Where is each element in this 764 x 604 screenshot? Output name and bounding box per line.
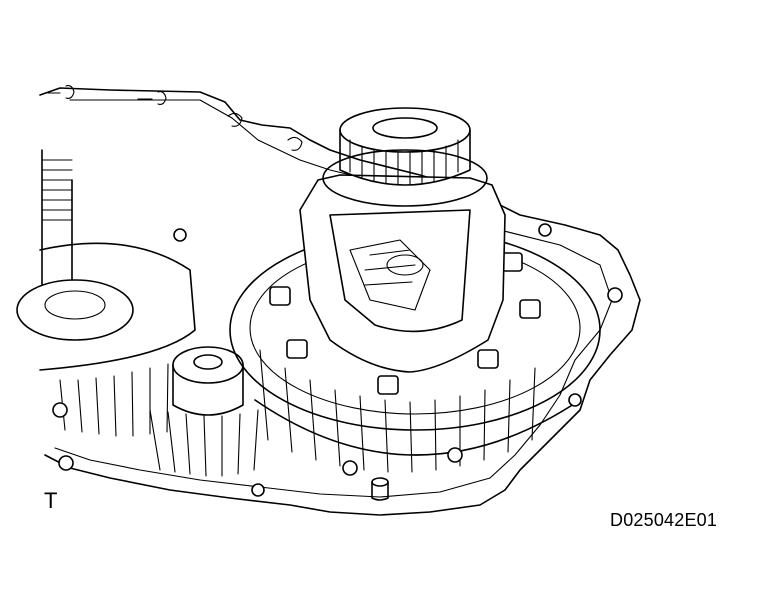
hole-2 (58, 455, 74, 471)
case-bolt-symbol-1 (47, 85, 75, 99)
shaft-collar-inner (44, 290, 106, 320)
shaft-splines (41, 159, 73, 221)
left-gear-body (39, 242, 196, 371)
differential-case (299, 174, 506, 373)
bolt-5 (519, 299, 541, 319)
case-bolt-symbol-3 (227, 112, 243, 127)
hole-7 (607, 287, 623, 303)
bearing-race (372, 117, 438, 139)
case-inner-flange (54, 99, 613, 498)
dowel-pin-top (371, 477, 389, 487)
bolt-3 (377, 375, 399, 395)
hole-9 (173, 228, 187, 242)
shaft-collar (16, 279, 134, 341)
bolt-4 (477, 349, 499, 369)
hole-3 (251, 483, 265, 497)
corner-mark: T (44, 488, 58, 513)
bolt-6 (501, 252, 523, 272)
pinion-hub-bore (193, 354, 223, 370)
case-holes (52, 223, 623, 497)
hole-4 (342, 460, 358, 476)
bearing-seat (322, 149, 488, 207)
case-bolt-symbol-2 (137, 91, 167, 105)
hole-5 (447, 447, 463, 463)
ring-gear-face-teeth (259, 349, 536, 473)
ring-gear-bottom-edge (254, 399, 581, 456)
hole-1 (52, 402, 68, 418)
bearing-body (339, 129, 471, 186)
side-gear (386, 254, 424, 276)
figure-code: D025042E01 (610, 510, 718, 530)
hole-6 (568, 393, 582, 407)
diff-pinion-gears (349, 239, 431, 311)
bearing-rollers (349, 139, 459, 185)
diff-case-window (329, 209, 471, 333)
pinion-gear-teeth (149, 409, 259, 477)
bolt-1 (269, 286, 291, 306)
transaxle-case-outline (39, 87, 641, 516)
dowel-pin-body (371, 481, 389, 501)
ring-gear-bolts (269, 252, 541, 395)
bolt-2 (286, 339, 308, 359)
case-bolt-symbol-4 (287, 136, 303, 151)
pinion-hub-body (172, 364, 244, 416)
hole-8 (538, 223, 552, 237)
left-gear-teeth (59, 363, 169, 437)
